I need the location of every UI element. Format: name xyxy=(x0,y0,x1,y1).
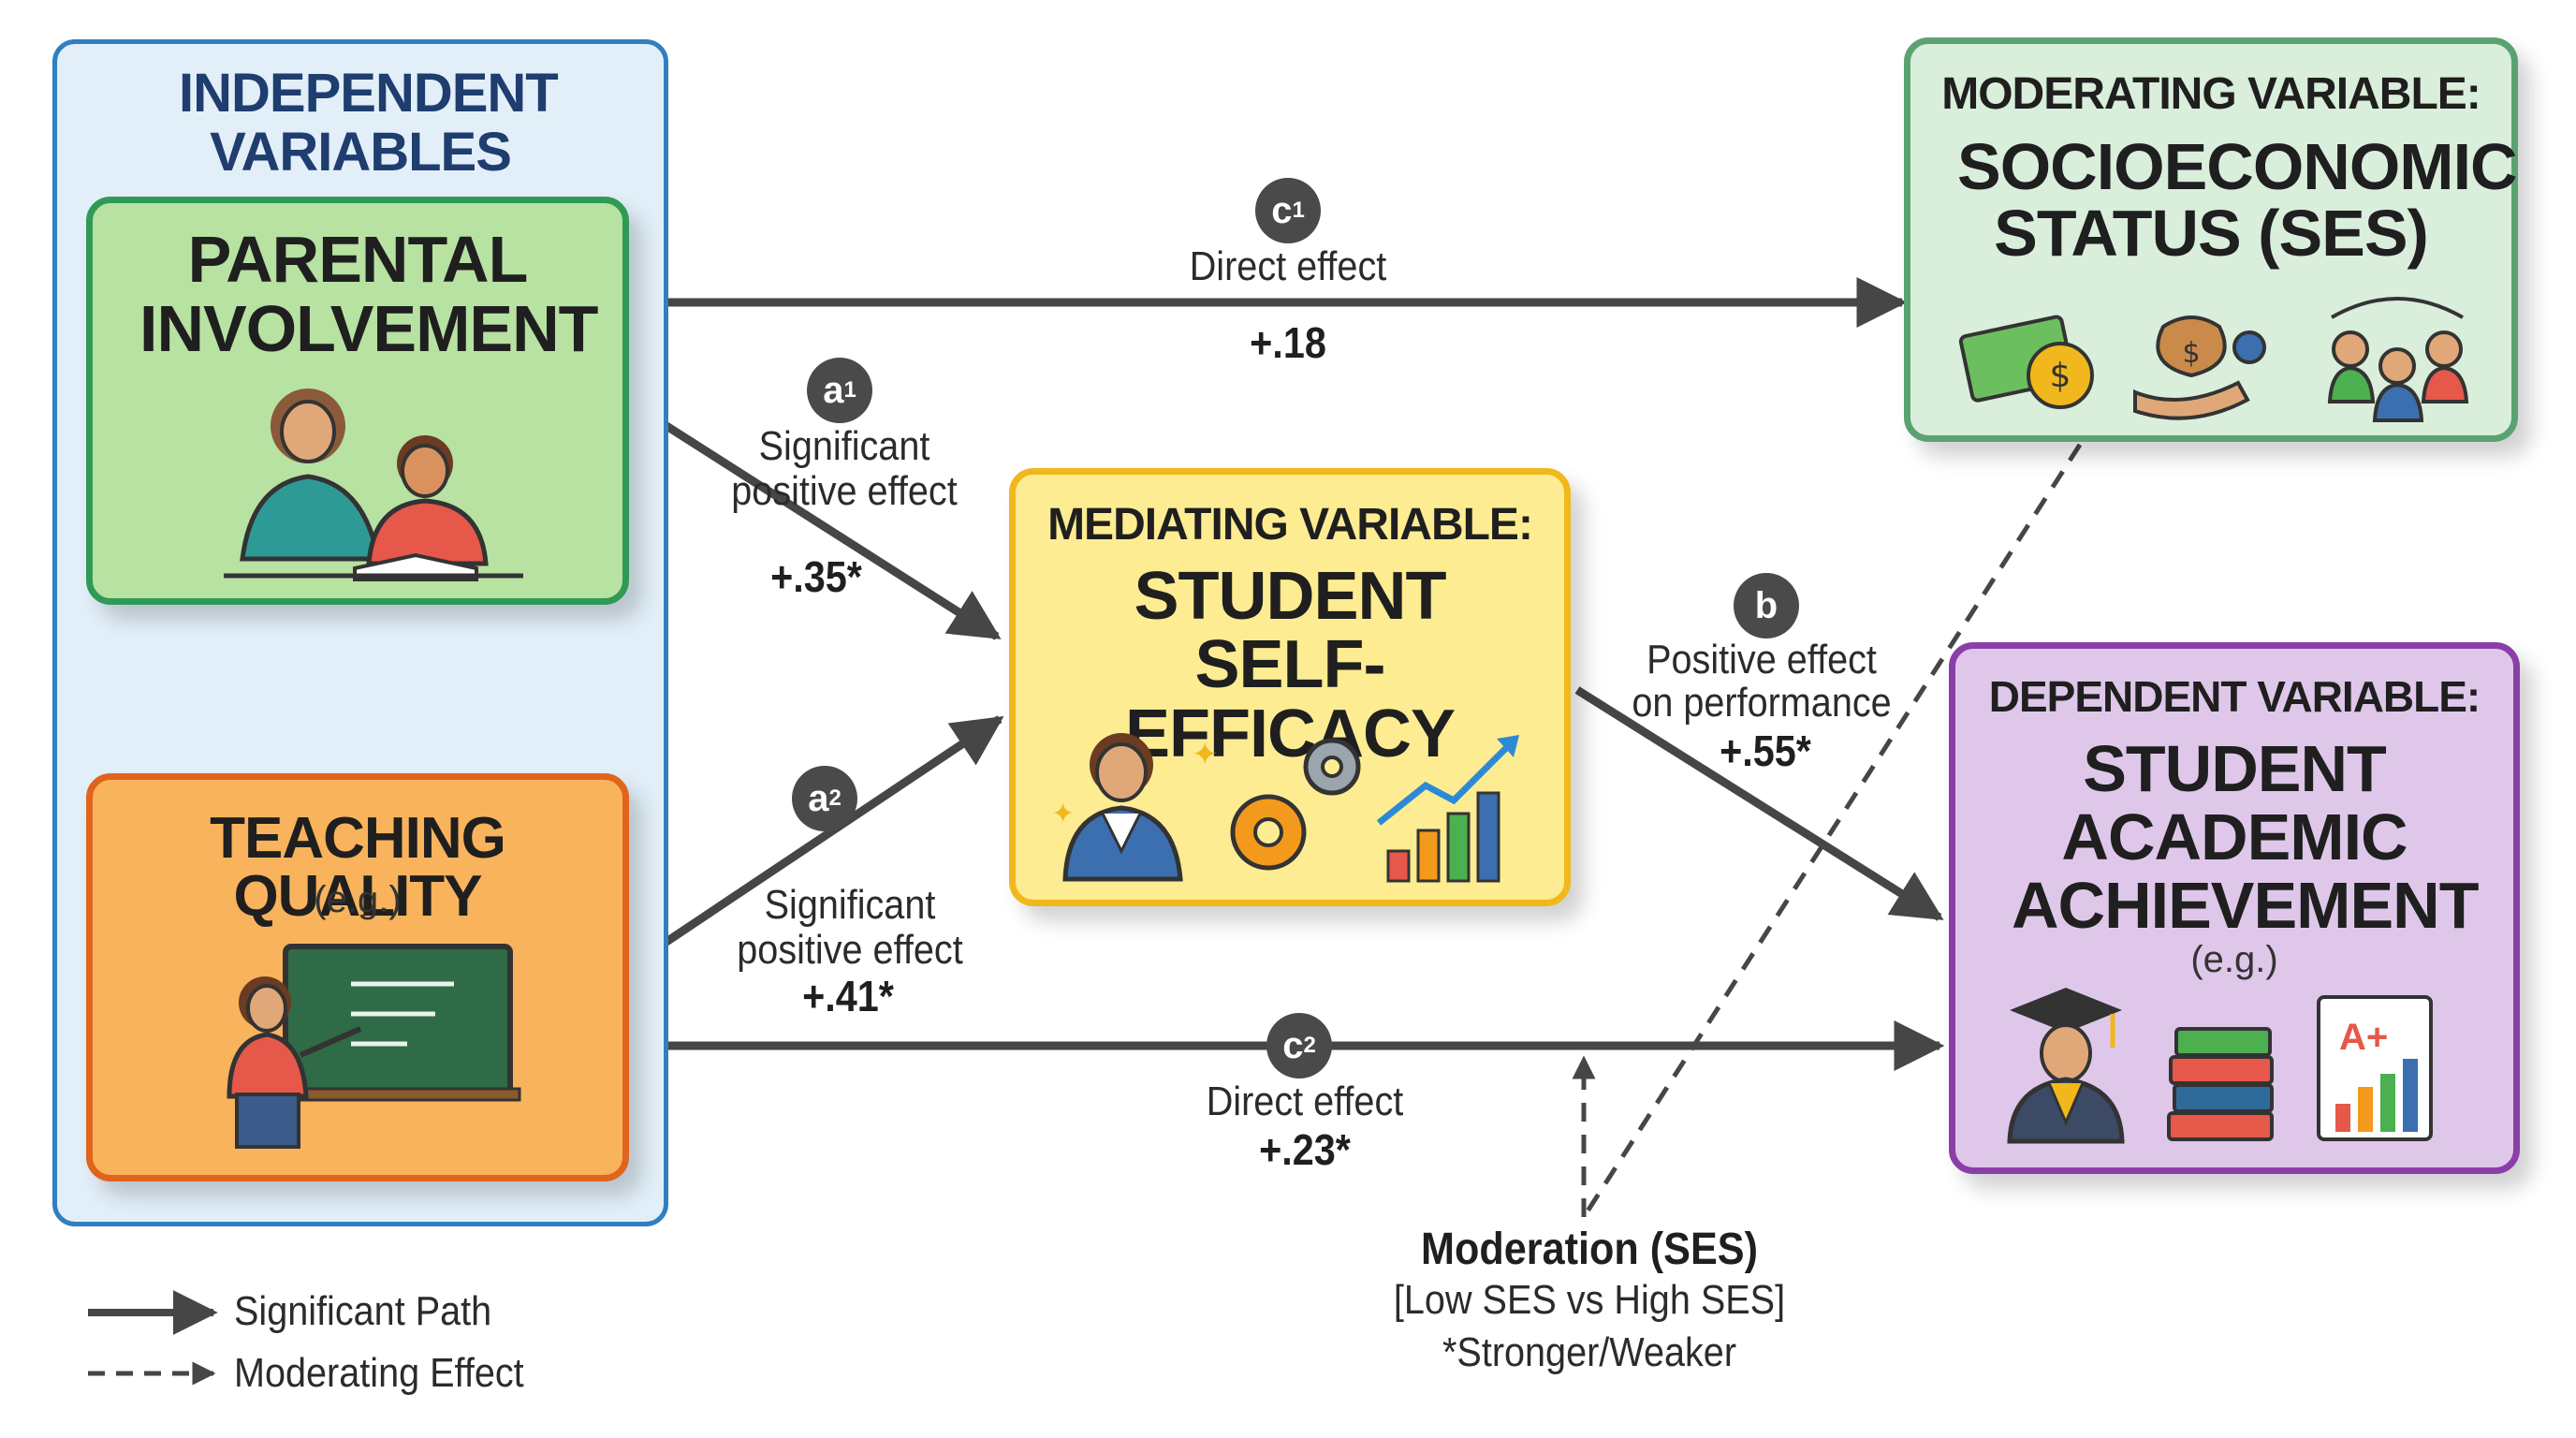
dependent-box: DEPENDENT VARIABLE: STUDENT ACADEMIC ACH… xyxy=(1949,642,2520,1174)
path-a2-label-line2: positive effect xyxy=(737,927,963,973)
moderation-title: Moderation (SES) xyxy=(1420,1225,1758,1274)
mediator-title: STUDENT SELF-EFFICACY xyxy=(1125,559,1456,771)
path-a2-value: +.41* xyxy=(802,972,894,1020)
teaching-quality-note: (e.g.) xyxy=(314,879,402,920)
parental-involvement-title: PARENTAL INVOLVEMENT xyxy=(139,223,598,365)
path-c2-label: Direct effect xyxy=(1206,1078,1404,1124)
moderation-line3: *Stronger/Weaker xyxy=(1442,1329,1737,1375)
teacher-chalkboard-icon xyxy=(227,944,521,1149)
moderation-line2: [Low SES vs High SES] xyxy=(1393,1277,1786,1323)
dependent-note: (e.g.) xyxy=(2190,939,2278,980)
teaching-quality-box: TEACHING QUALITY (e.g.) xyxy=(86,773,629,1181)
path-a2-label-line1: Significant xyxy=(764,882,936,928)
graduate-books-grade-icons: A+ xyxy=(2007,988,2433,1144)
moderation-dashed-line xyxy=(1581,443,2083,1219)
mediator-box: MEDIATING VARIABLE: STUDENT SELF-EFFICAC… xyxy=(1009,468,1571,906)
moderator-title: SOCIOECONOMIC STATUS (SES) xyxy=(1957,130,2518,271)
moderator-box: MODERATING VARIABLE: SOCIOECONOMIC STATU… xyxy=(1904,37,2518,442)
path-b-arrow xyxy=(1574,686,1944,921)
parental-involvement-box: PARENTAL INVOLVEMENT xyxy=(86,197,629,605)
parent-child-reading-icon xyxy=(224,389,523,581)
path-b-value: +.55* xyxy=(1720,726,1811,775)
path-b-label-line2: on performance xyxy=(1632,680,1892,726)
path-a1-value: +.35* xyxy=(770,552,862,601)
path-c2-value: +.23* xyxy=(1259,1125,1351,1174)
mediator-kicker: MEDIATING VARIABLE: xyxy=(1047,500,1533,550)
svg-text:A+: A+ xyxy=(2339,1017,2388,1058)
dependent-title: STUDENT ACADEMIC ACHIEVEMENT xyxy=(2012,732,2479,942)
legend-solid-label: Significant Path xyxy=(234,1288,492,1334)
teaching-quality-title: TEACHING QUALITY xyxy=(210,806,506,929)
dependent-kicker: DEPENDENT VARIABLE: xyxy=(1988,672,2481,721)
svg-text:$: $ xyxy=(2182,337,2200,370)
path-c1-value: +.18 xyxy=(1250,318,1326,367)
path-c1-label: Direct effect xyxy=(1189,243,1387,289)
independent-variables-title: INDEPENDENT VARIABLES xyxy=(179,63,559,183)
path-a1-arrow xyxy=(630,401,1002,640)
money-finance-family-icons: $ $ xyxy=(1958,297,2469,422)
legend-dashed-label: Moderating Effect xyxy=(234,1350,524,1396)
path-b-label-line1: Positive effect xyxy=(1647,637,1877,682)
path-b-badge: b xyxy=(1734,573,1799,638)
svg-text:✦: ✦ xyxy=(1051,798,1075,830)
path-a2-arrow xyxy=(630,715,1004,968)
svg-text:$: $ xyxy=(2050,357,2071,395)
student-growth-icon: ✦ ✦ xyxy=(1051,733,1519,883)
path-a1-label-line2: positive effect xyxy=(731,468,958,514)
moderator-kicker: MODERATING VARIABLE: xyxy=(1941,69,2481,119)
svg-text:✦: ✦ xyxy=(1192,736,1219,773)
path-a1-label-line1: Significant xyxy=(758,423,930,469)
